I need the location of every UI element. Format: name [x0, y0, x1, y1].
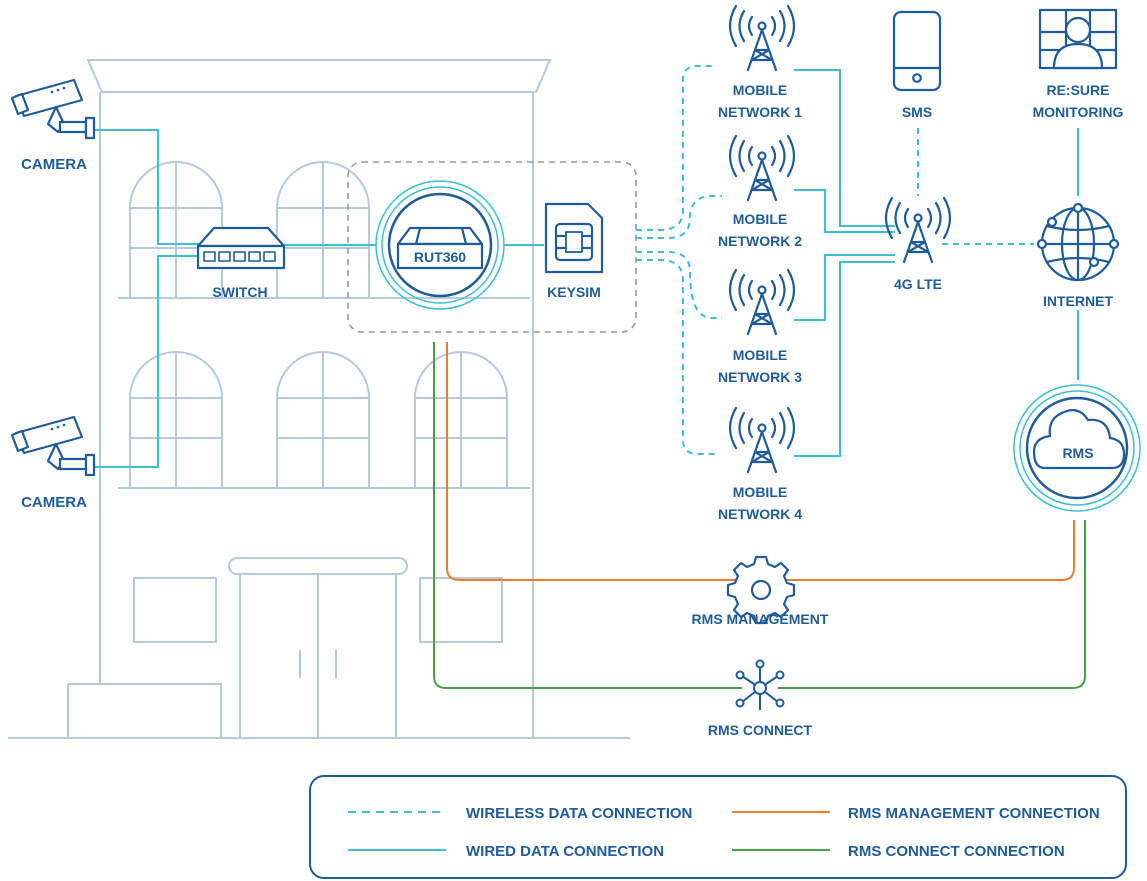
wire-camera-top-switch [94, 129, 200, 245]
mobile-network-1[interactable]: MOBILE NETWORK 1 [718, 4, 802, 120]
sim-card-icon [544, 202, 604, 274]
wire-mobile4-lte [794, 261, 895, 457]
network-switch-icon [196, 226, 286, 270]
legend-wireless-label: WIRELESS DATA CONNECTION [466, 805, 692, 822]
camera-bottom-label: CAMERA [21, 494, 87, 511]
mobile-network-2-label-line1: MOBILE [733, 211, 787, 227]
rms-ring-middle [1019, 390, 1135, 506]
rms-ring-outer [1013, 384, 1141, 512]
rms-connect-label: RMS CONNECT [708, 722, 813, 738]
router[interactable]: RUT360 [375, 180, 505, 310]
wire-mobile1-lte [794, 69, 895, 227]
internet-label: INTERNET [1043, 293, 1113, 309]
hub-icon [735, 659, 785, 710]
legend: WIRELESS DATA CONNECTION WIRED DATA CONN… [309, 775, 1127, 879]
rms-connect[interactable]: RMS CONNECT [708, 659, 813, 739]
legend-box [309, 775, 1127, 879]
mobile-network-4[interactable]: MOBILE NETWORK 4 [718, 406, 802, 522]
sms-label: SMS [902, 104, 932, 120]
wireless-connections [636, 65, 1034, 455]
mobile-network-1-label-line1: MOBILE [733, 82, 787, 98]
legend-item-wired: WIRED DATA CONNECTION [348, 843, 664, 860]
mobile-network-4-label-line1: MOBILE [733, 484, 787, 500]
lte-tower[interactable]: 4G LTE [884, 196, 952, 292]
internet[interactable]: INTERNET [1036, 202, 1120, 309]
smartphone-icon [892, 10, 942, 92]
router-ring-outer [375, 180, 505, 310]
resure-label-line1: RE:SURE [1046, 82, 1109, 98]
legend-item-management: RMS MANAGEMENT CONNECTION [732, 805, 1100, 822]
resure-monitoring[interactable]: RE:SURE MONITORING [1033, 8, 1124, 120]
cell-tower-icon [728, 406, 796, 474]
router-label: RUT360 [414, 249, 466, 265]
switch-label: SWITCH [212, 284, 267, 300]
globe-icon [1036, 202, 1120, 282]
wireless-keysim-mobile3 [636, 251, 722, 319]
gear-icon [726, 555, 796, 625]
keysim[interactable]: KEYSIM [544, 202, 604, 300]
mobile-network-2-label-line2: NETWORK 2 [718, 233, 802, 249]
resure-label-line2: MONITORING [1033, 104, 1124, 120]
rms-management-label: RMS MANAGEMENT [692, 611, 829, 627]
mobile-network-2[interactable]: MOBILE NETWORK 2 [718, 134, 802, 249]
monitoring-user-icon [1038, 8, 1118, 70]
wire-mobile3-lte [794, 254, 895, 321]
building-illustration [8, 59, 630, 739]
wireless-keysim-mobile2 [636, 195, 722, 239]
camera-top-label: CAMERA [21, 156, 87, 173]
switch[interactable]: SWITCH [196, 226, 286, 300]
wire-mobile2-lte [794, 189, 895, 233]
cctv-camera-icon [10, 78, 96, 140]
router-icon [396, 226, 484, 270]
router-ring-middle [381, 186, 499, 304]
legend-management-label: RMS MANAGEMENT CONNECTION [848, 805, 1100, 822]
camera-top[interactable]: CAMERA [10, 78, 96, 173]
lte-label: 4G LTE [894, 276, 942, 292]
mobile-network-1-label-line2: NETWORK 1 [718, 104, 802, 120]
mobile-network-4-label-line2: NETWORK 4 [718, 506, 802, 522]
sms[interactable]: SMS [892, 10, 942, 120]
mobile-network-3[interactable]: MOBILE NETWORK 3 [718, 268, 802, 385]
cell-tower-icon [728, 4, 796, 72]
rms-management[interactable]: RMS MANAGEMENT [692, 555, 829, 627]
rms-label: RMS [1062, 445, 1093, 461]
camera-bottom[interactable]: CAMERA [10, 415, 96, 511]
cell-tower-icon [884, 196, 952, 264]
wire-camera-bottom-switch [94, 255, 200, 468]
cell-tower-icon [728, 268, 796, 336]
management-connection-line [446, 342, 1075, 581]
wired-connections [94, 69, 1079, 468]
wireless-keysim-mobile4 [636, 259, 716, 455]
rms[interactable]: RMS [1013, 384, 1141, 512]
connect-connection-line [433, 342, 1086, 689]
legend-item-wireless: WIRELESS DATA CONNECTION [348, 805, 692, 822]
keysim-label: KEYSIM [547, 284, 601, 300]
cloud-icon [1032, 409, 1126, 470]
legend-wired-label: WIRED DATA CONNECTION [466, 843, 664, 860]
cell-tower-icon [728, 134, 796, 202]
mobile-network-3-label-line1: MOBILE [733, 347, 787, 363]
router-group-box [347, 161, 637, 333]
legend-item-connect: RMS CONNECT CONNECTION [732, 843, 1065, 860]
legend-connect-label: RMS CONNECT CONNECTION [848, 843, 1065, 860]
wireless-keysim-mobile1 [636, 65, 716, 231]
mobile-network-3-label-line2: NETWORK 3 [718, 369, 802, 385]
cctv-camera-icon [10, 415, 96, 477]
